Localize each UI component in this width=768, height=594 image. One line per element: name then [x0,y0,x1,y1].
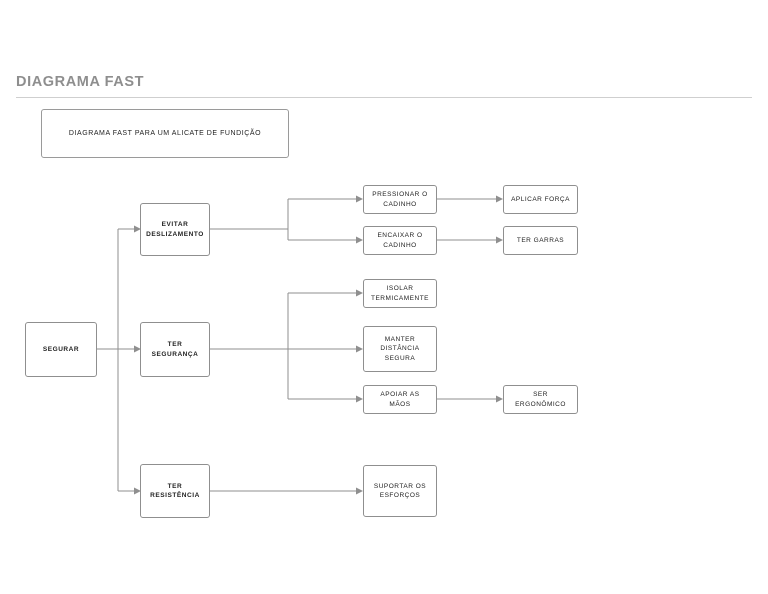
node-evitar-deslizamento-line-0: EVITAR [161,221,189,229]
node-evitar-deslizamento-line-1: DESLIZAMENTO [146,230,204,238]
arrowhead-isolar [356,289,363,297]
diagram-banner: DIAGRAMA FAST PARA UM ALICATE DE FUNDIÇÃ… [41,109,289,158]
arrowhead-ergonomico [496,395,503,403]
node-suportar-os-esforcos-line-0: SUPORTAR OS [373,482,427,490]
arrowhead-pressionar [356,195,363,203]
arrowhead-garras [496,236,503,244]
arrowhead-aplicar [496,195,503,203]
node-pressionar-o-cadinho[interactable]: PRESSIONAR O CADINHO [363,185,437,214]
node-aplicar-forca[interactable]: APLICAR FORÇA [503,185,578,214]
node-ser-ergonomico[interactable]: SER ERGONÔMICO [503,385,578,414]
arrowhead-suportar [356,487,363,495]
node-encaixar-o-cadinho-line-1: CADINHO [383,241,417,249]
node-pressionar-o-cadinho-line-0: PRESSIONAR O [372,191,428,199]
page-title: DIAGRAMA FAST [16,74,145,90]
node-segurar[interactable]: SEGURAR [25,322,97,377]
node-ter-garras[interactable]: TER GARRAS [503,226,578,255]
node-ter-resistencia-line-1: RESISTÊNCIA [150,492,200,499]
node-manter-distancia-segura-line-0: MANTER [384,335,416,343]
node-pressionar-o-cadinho-line-1: CADINHO [383,200,417,208]
node-isolar-termicamente[interactable]: ISOLAR TERMICAMENTE [363,279,437,308]
node-segurar-line-0: SEGURAR [42,345,80,353]
arrowhead-apoiar [356,395,363,403]
node-isolar-termicamente-line-0: ISOLAR [386,285,414,293]
node-ter-resistencia[interactable]: TER RESISTÊNCIA [140,464,210,518]
arrowhead-manter [356,345,363,353]
arrowhead-encaixar [356,236,363,244]
node-apoiar-as-maos-line-0: APOIAR AS [380,391,420,399]
node-ser-ergonomico-line-0: SER [533,391,548,399]
node-ser-ergonomico-line-1: ERGONÔMICO [515,400,566,408]
node-aplicar-forca-line-0: APLICAR FORÇA [511,195,570,203]
title-divider [16,97,752,98]
node-apoiar-as-maos[interactable]: APOIAR AS MÃOS [363,385,437,414]
node-apoiar-as-maos-line-1: MÃOS [389,400,411,408]
node-ter-seguranca[interactable]: TER SEGURANÇA [140,322,210,377]
node-suportar-os-esforcos[interactable]: SUPORTAR OS ESFORÇOS [363,465,437,517]
node-suportar-os-esforcos-line-1: ESFORÇOS [379,492,421,499]
diagram-banner-label: DIAGRAMA FAST PARA UM ALICATE DE FUNDIÇÃ… [68,130,262,137]
node-encaixar-o-cadinho-line-0: ENCAIXAR O [377,232,423,240]
node-ter-seguranca-line-1: SEGURANÇA [151,350,199,358]
node-manter-distancia-segura-line-2: SEGURA [384,354,416,362]
node-ter-seguranca-line-0: TER [167,341,183,349]
node-encaixar-o-cadinho[interactable]: ENCAIXAR O CADINHO [363,226,437,255]
node-isolar-termicamente-line-1: TERMICAMENTE [371,294,429,302]
node-manter-distancia-segura[interactable]: MANTER DISTÂNCIA SEGURA [363,326,437,372]
node-ter-garras-line-0: TER GARRAS [516,236,565,244]
node-evitar-deslizamento[interactable]: EVITAR DESLIZAMENTO [140,203,210,256]
node-manter-distancia-segura-line-1: DISTÂNCIA [380,345,420,353]
node-ter-resistencia-line-0: TER [167,482,183,490]
